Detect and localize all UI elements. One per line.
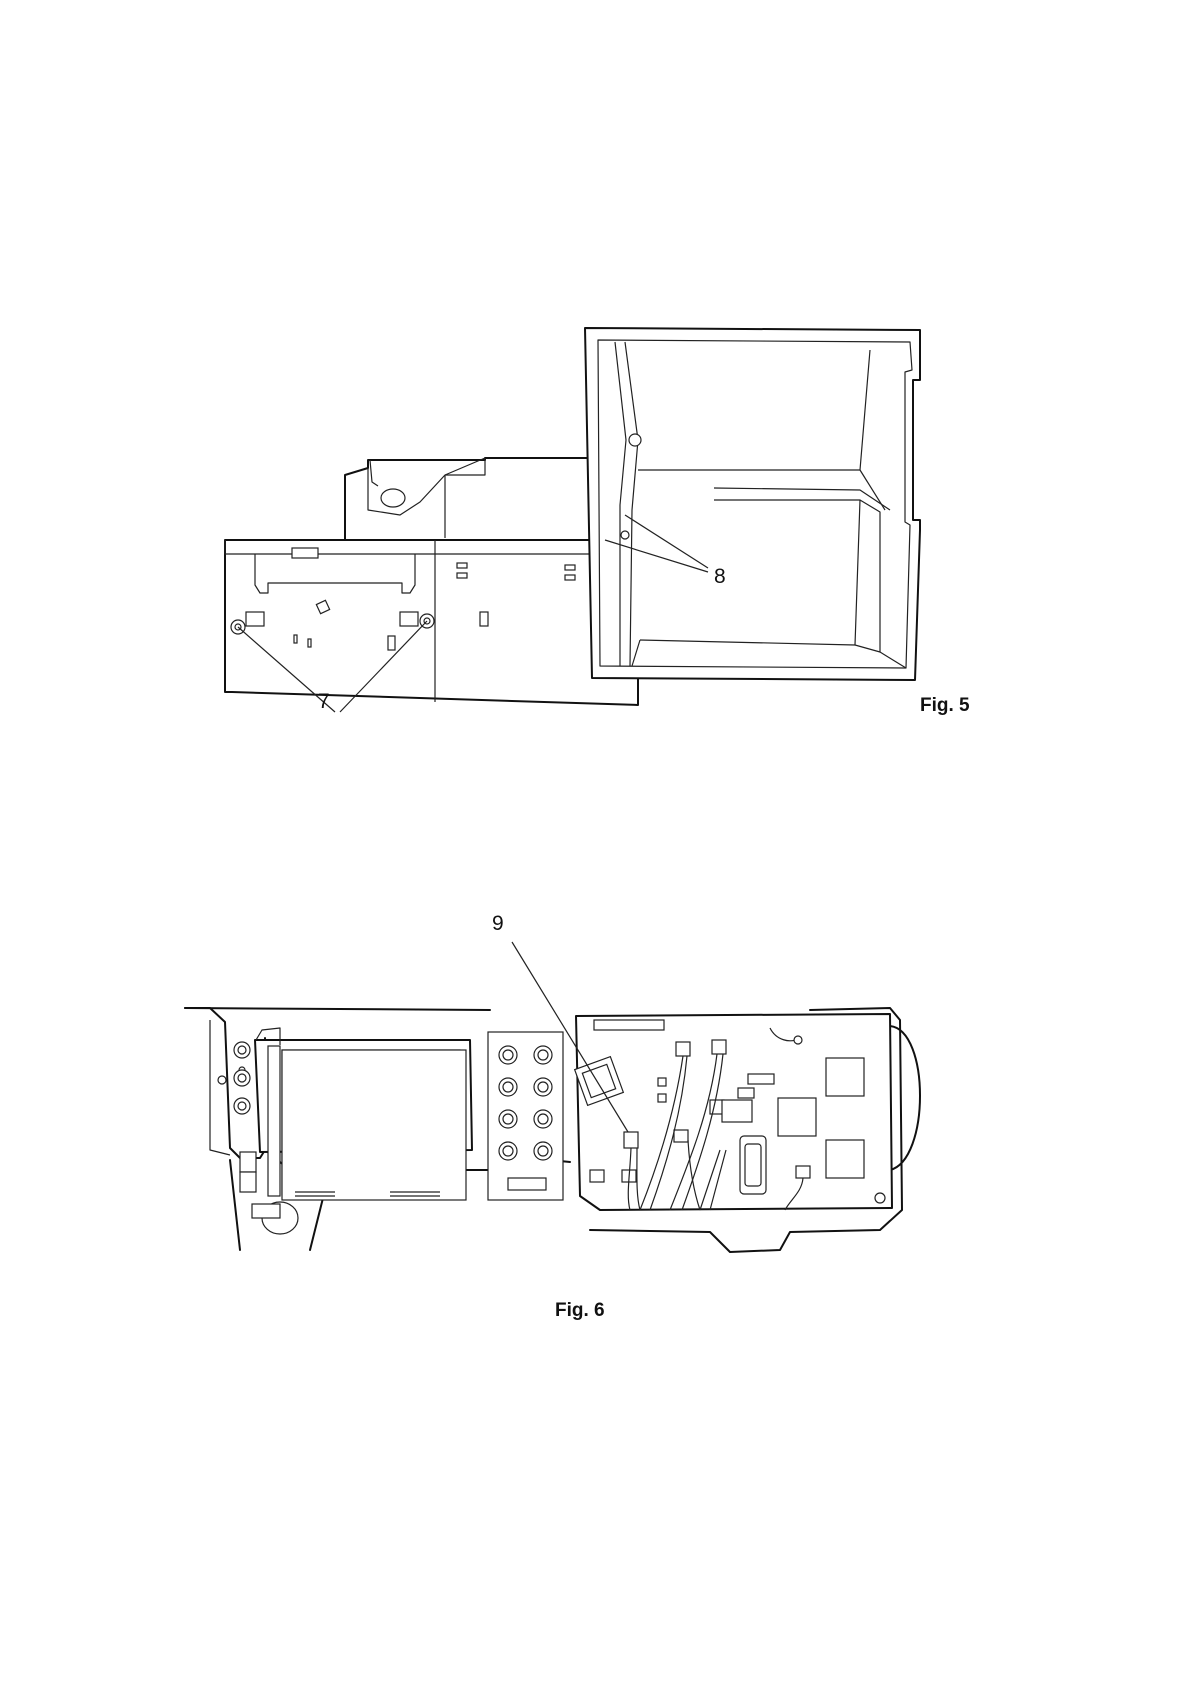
figure-6: 9 bbox=[190, 960, 1010, 1290]
callout-7: 7 bbox=[318, 690, 330, 714]
left-knobs bbox=[234, 1042, 250, 1114]
figure-6-drawing bbox=[190, 960, 1010, 1290]
open-cover bbox=[585, 328, 920, 680]
figure-5-caption: Fig. 5 bbox=[920, 695, 970, 717]
callout-9: 9 bbox=[492, 912, 504, 936]
figure-5: 7 8 Fig. 5 bbox=[220, 340, 1000, 750]
button-grid bbox=[488, 1032, 563, 1200]
figure-5-drawing bbox=[220, 340, 1000, 750]
display-module bbox=[240, 1028, 472, 1218]
figure-6-caption: Fig. 6 bbox=[555, 1300, 605, 1322]
front-panel bbox=[225, 540, 638, 705]
callout-8: 8 bbox=[714, 565, 726, 589]
circuit-board bbox=[575, 1014, 892, 1210]
